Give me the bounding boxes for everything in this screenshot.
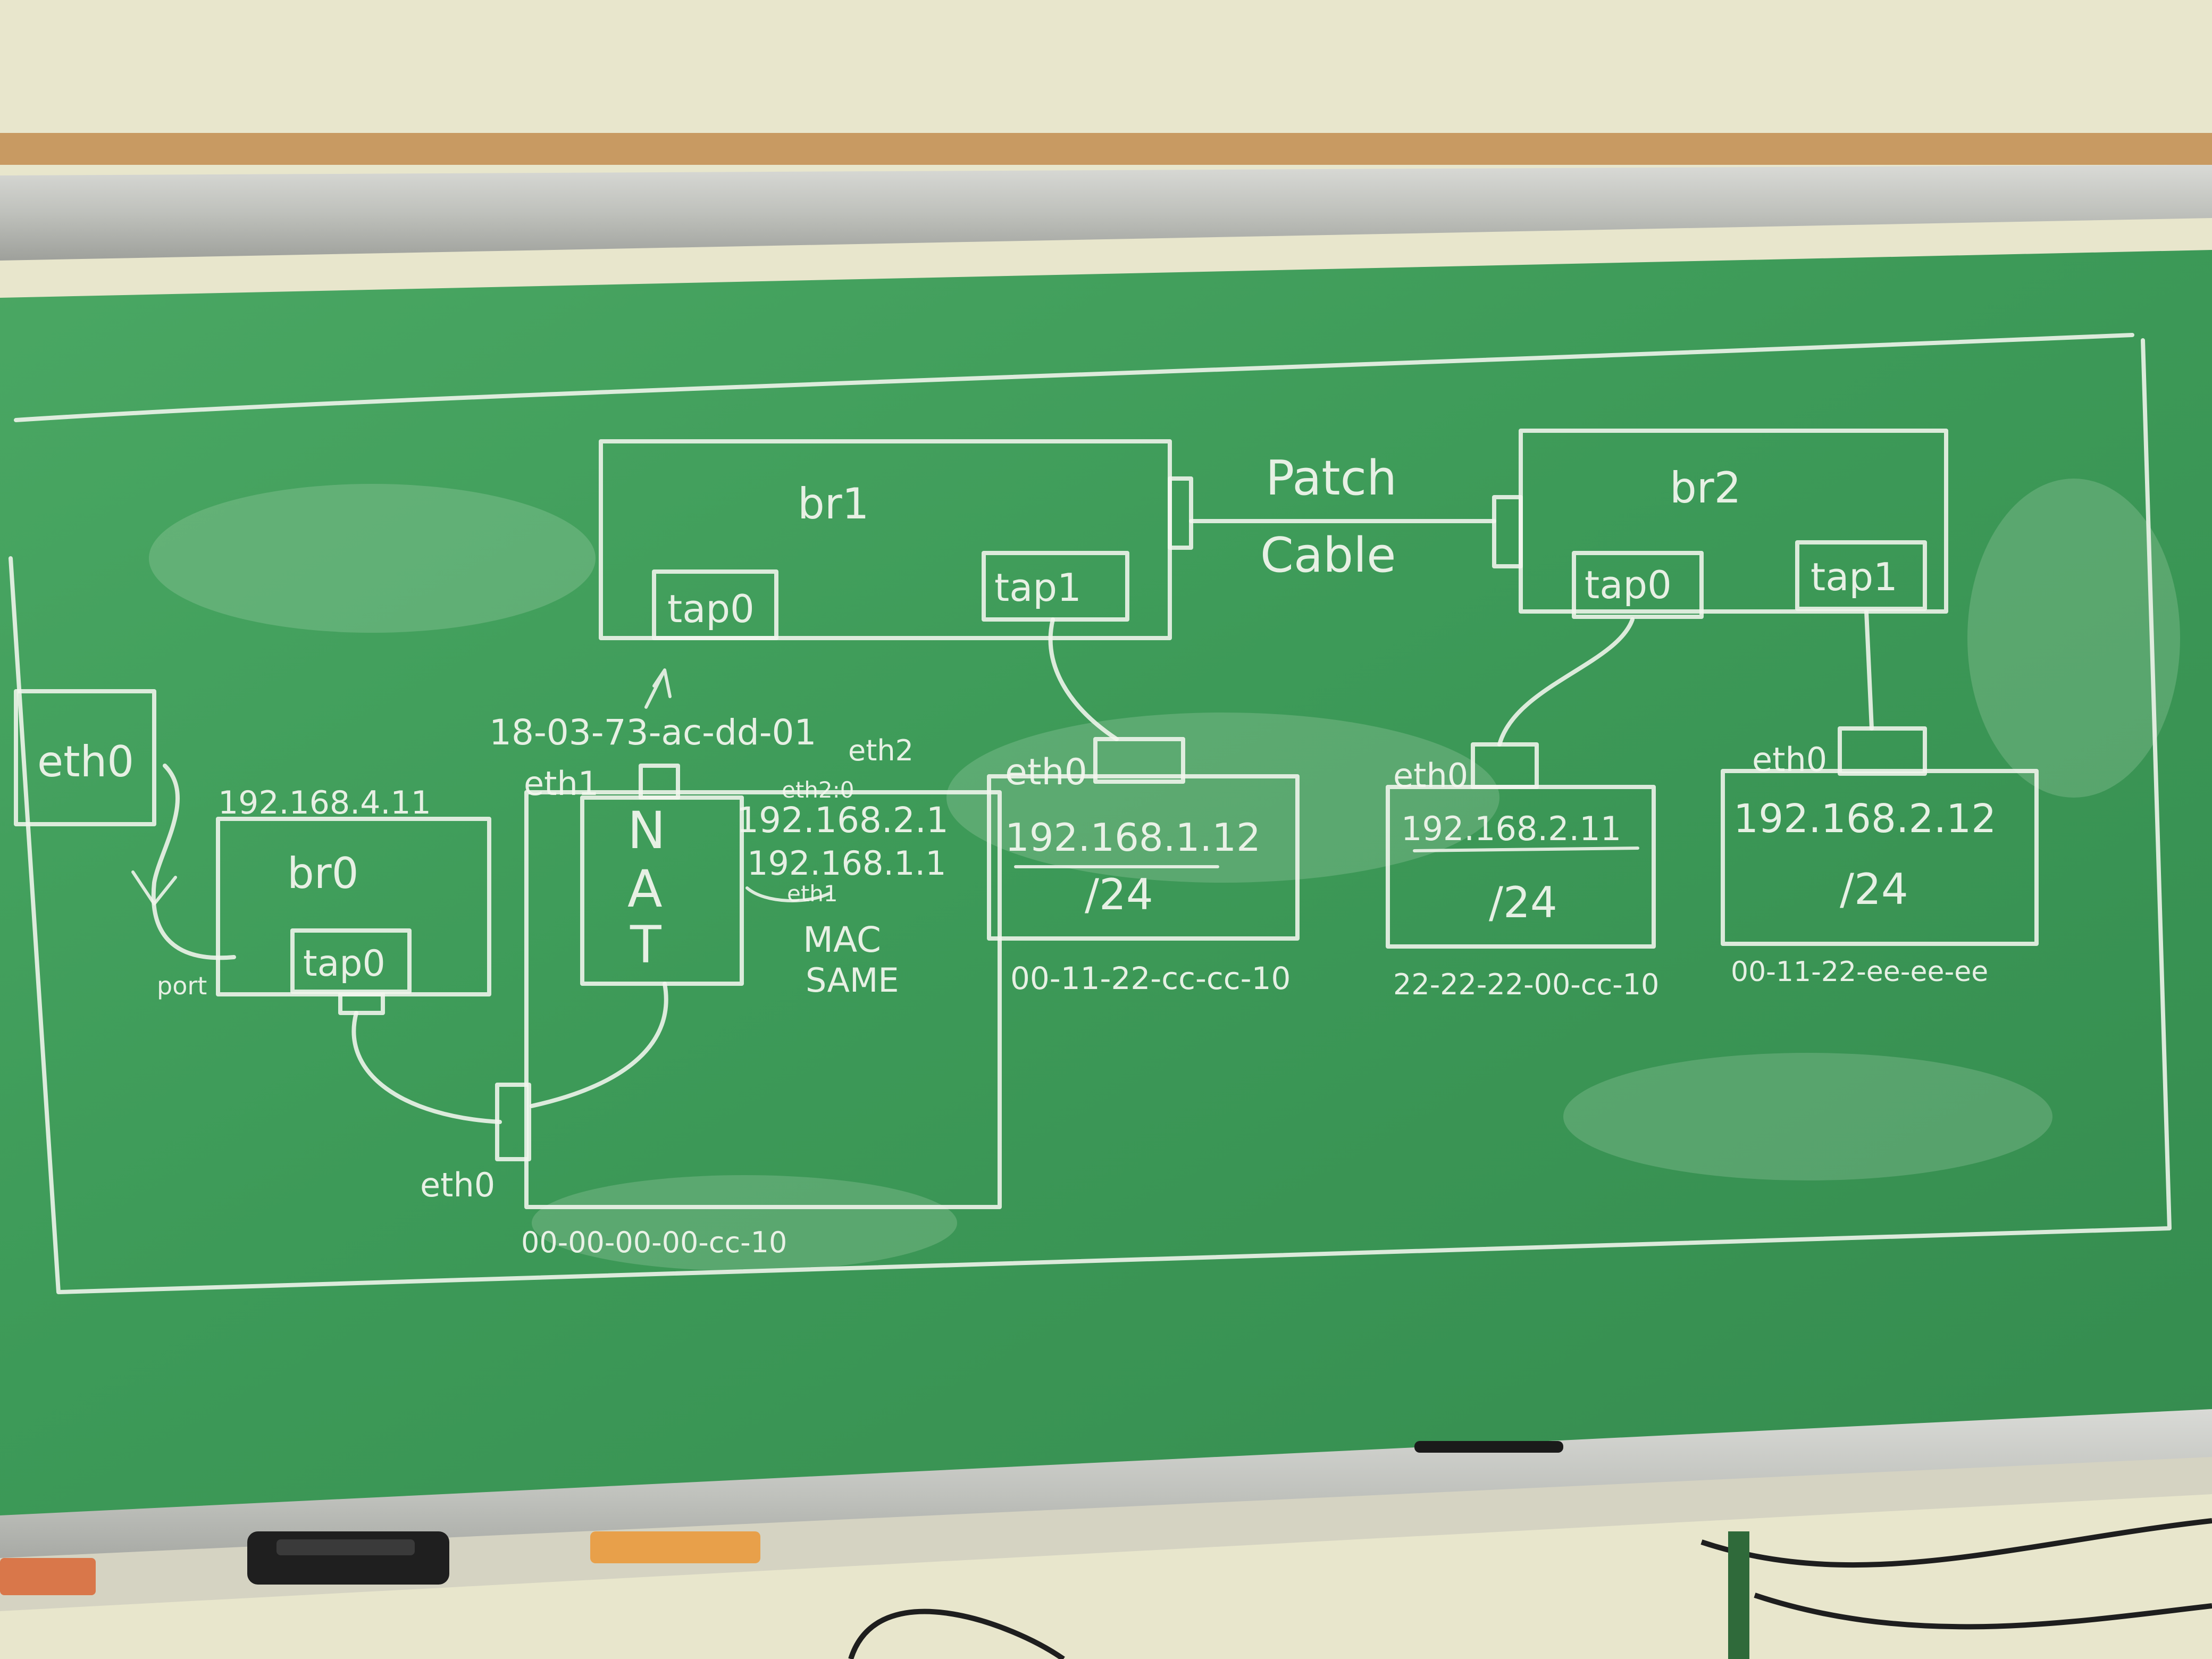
vm-1: eth0 192.168.1.12 /24 00-11-22-cc-cc-10 (987, 617, 1300, 996)
vm-3: eth0 192.168.2.12 /24 00-11-22-ee-ee-ee (1721, 609, 2039, 988)
chalk-stick-red (0, 1558, 96, 1595)
br1-tap1-label: tap1 (994, 565, 1082, 610)
chalk-stick-orange (590, 1531, 760, 1563)
vm3-iface: eth0 (1752, 740, 1827, 779)
nat-mac-bottom: 00-00-00-00-cc-10 (521, 1226, 787, 1259)
chalkboard-surface (0, 250, 2212, 1515)
vm3-mac: 00-11-22-ee-ee-ee (1731, 956, 1988, 988)
nat-letter-t: T (630, 915, 661, 975)
wooden-trim-top (0, 133, 2212, 165)
bridge-br0-label: br0 (287, 849, 359, 898)
marker (1414, 1441, 1563, 1453)
cables-below (848, 1518, 2212, 1659)
board-frame-top (0, 165, 2212, 261)
vm1-ip: 192.168.1.12 (1005, 815, 1261, 860)
vm2-mac: 22-22-22-00-cc-10 (1393, 968, 1659, 1001)
patch-cable-label-1: Patch (1266, 450, 1397, 506)
chalk-smudges (149, 479, 2180, 1271)
host-eth0-box: eth0 port (14, 689, 236, 1000)
br0-ip-label: 192.168.4.11 (218, 784, 431, 822)
vm1-iface: eth0 (1005, 751, 1087, 793)
nat-ip-2: 192.168.1.1 (747, 844, 946, 883)
nat-letter-n: N (627, 801, 666, 860)
vm2-ip: 192.168.2.11 (1401, 809, 1621, 848)
vm1-mac: 00-11-22-cc-cc-10 (1010, 960, 1291, 996)
vm3-mask: /24 (1840, 865, 1908, 914)
board-eraser (247, 1531, 449, 1585)
br2-tap1-label: tap1 (1811, 555, 1898, 599)
vm2-iface: eth0 (1393, 756, 1468, 795)
bridge-br1: br1 tap0 tap1 (599, 439, 1193, 640)
br0-tap0-label: tap0 (303, 943, 386, 985)
bridge-br2: br2 tap0 tap1 (1492, 429, 1948, 619)
bridge-br2-label: br2 (1670, 463, 1741, 513)
bridge-br1-label: br1 (798, 479, 869, 529)
br1-tap0-label: tap0 (667, 586, 755, 631)
outer-diagram-border (9, 333, 2172, 1294)
br2-tap0-label: tap0 (1585, 563, 1672, 607)
nat-note-same: SAME (806, 961, 899, 1000)
bridge-br0: 192.168.4.11 br0 tap0 (216, 784, 502, 1124)
vm-2: eth0 192.168.2.11 /24 22-22-22-00-cc-10 (1386, 617, 1659, 1001)
host-eth0-label: eth0 (37, 737, 134, 786)
nat-machine: 18-03-73-ac-dd-01 eth1 N A T eth0 00-00-… (420, 668, 1002, 1259)
vm2-mask: /24 (1489, 878, 1557, 927)
vm3-ip: 192.168.2.12 (1733, 796, 1996, 842)
nat-eth2-label: eth2 (848, 734, 914, 767)
nat-ip-1: 192.168.2.1 (736, 800, 949, 841)
patch-cable: Patch Cable (1189, 450, 1496, 583)
nat-eth0-label: eth0 (420, 1166, 495, 1204)
patch-cable-label-2: Cable (1260, 527, 1396, 583)
host-port-label: port (157, 971, 207, 1000)
nat-alias-label: eth2:0 (782, 777, 854, 803)
chalk-tray (0, 1457, 2212, 1611)
vm1-mask: /24 (1085, 870, 1153, 919)
board-stand (1728, 1531, 1749, 1659)
nat-note-mac: MAC (803, 919, 881, 960)
nat-letter-a: A (627, 859, 663, 919)
nat-mac-top: 18-03-73-ac-dd-01 (489, 712, 817, 753)
nat-eth-note: eth1 (787, 881, 838, 907)
